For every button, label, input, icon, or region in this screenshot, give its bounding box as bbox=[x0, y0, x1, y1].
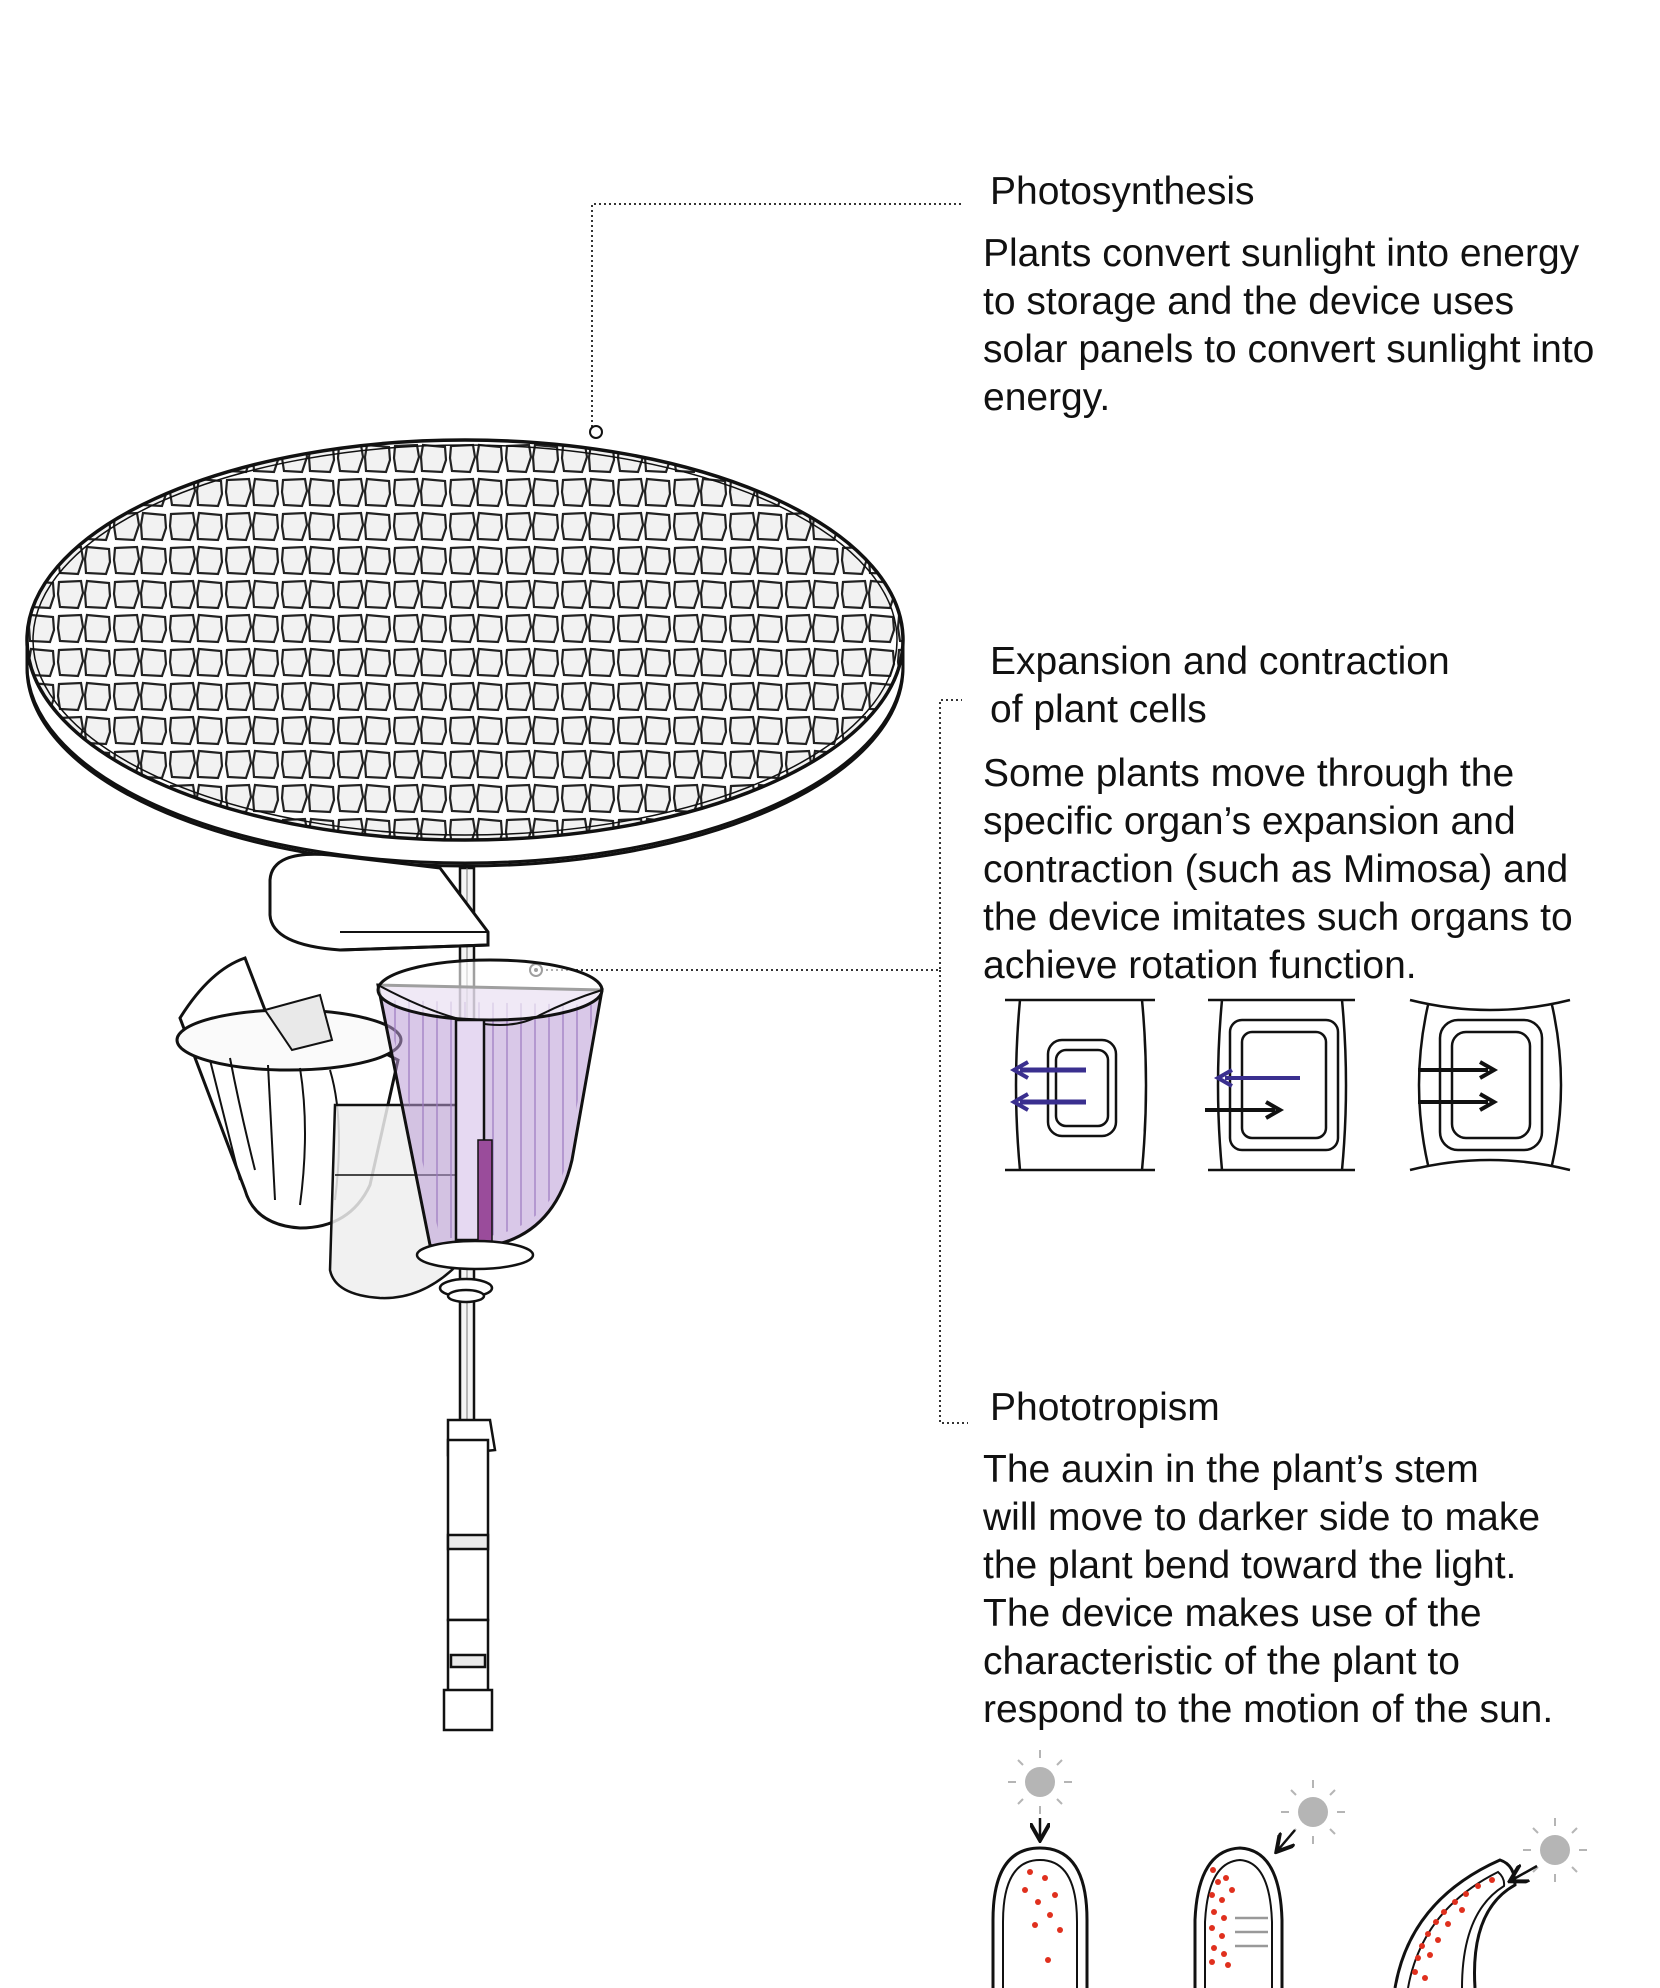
leader-phototropism bbox=[939, 970, 968, 1424]
expansion-heading-line-1: Expansion and contraction bbox=[990, 640, 1450, 683]
photosynthesis-description: Plants convert sunlight into energy to s… bbox=[983, 232, 1595, 419]
leader-photosynthesis bbox=[591, 203, 962, 432]
sun-icon bbox=[1523, 1818, 1587, 1882]
phototropism-heading: Phototropism bbox=[990, 1386, 1220, 1429]
gray-arrows bbox=[1235, 1916, 1268, 1948]
half-disc-bracket bbox=[268, 852, 490, 952]
phototropism-description: The auxin in the plant’s stem will move … bbox=[983, 1448, 1554, 1731]
leader-lines bbox=[536, 203, 968, 1424]
light-arrows bbox=[1040, 1818, 1538, 1880]
telescoping-tube bbox=[442, 1418, 497, 1732]
expansion-heading-line-2: of plant cells bbox=[990, 688, 1207, 731]
expansion-heading: Expansion and contraction of plant cells bbox=[990, 638, 1450, 734]
right-cup bbox=[376, 958, 604, 1271]
solar-panel-disc bbox=[25, 438, 905, 868]
leader-expansion bbox=[536, 699, 962, 971]
photosynthesis-heading: Photosynthesis bbox=[990, 170, 1255, 213]
cell-diagram bbox=[1005, 998, 1571, 1172]
auxin-dots bbox=[1022, 1867, 1495, 1981]
expansion-description: Some plants move through the specific or… bbox=[983, 752, 1573, 987]
sun-icon bbox=[1008, 1750, 1072, 1814]
leader-dot-top bbox=[589, 425, 603, 439]
auxin-stem bbox=[991, 1846, 1517, 1988]
collar-ring bbox=[438, 1277, 494, 1304]
